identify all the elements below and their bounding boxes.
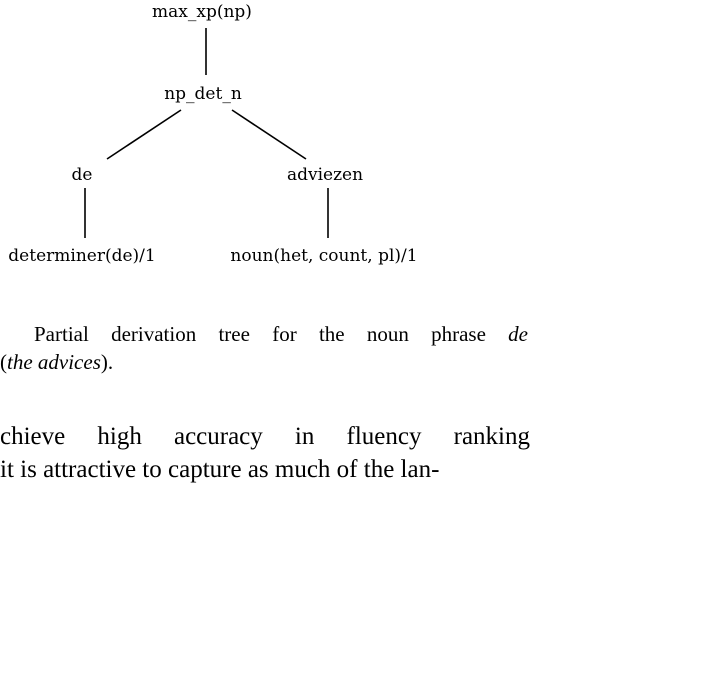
tree-nodes: max_xp(np) np_det_nde adviezen determiner(d…	[8, 2, 417, 266]
tree-edge-np_det_n-de	[106, 109, 182, 160]
caption-word: Partial	[34, 322, 89, 346]
tree-node-noun: noun(het, count, pl)/1	[230, 246, 417, 266]
derivation-tree: max_xp(np) np_det_nde adviezen determiner(d…	[8, 2, 417, 266]
caption-word: the	[318, 322, 345, 346]
caption-word: phrase	[431, 322, 486, 346]
body-word: accuracy	[173, 423, 263, 450]
body-word: high	[97, 423, 142, 450]
tree-node-max_xp: max_xp(np)	[152, 2, 252, 22]
caption-word: noun	[366, 322, 409, 346]
body-word: chieve	[0, 423, 66, 450]
caption-word: tree	[218, 322, 250, 346]
tree-edges	[84, 28, 329, 238]
tree-node-de: de	[72, 165, 93, 185]
caption-line-2: (the advices).	[0, 348, 113, 376]
body-word: in	[294, 423, 315, 450]
tree-node-determiner: determiner(de)/1	[8, 246, 155, 266]
caption-open-paren: (	[0, 350, 7, 374]
body-line-2: it is attractive to capture as much of t…	[0, 456, 440, 483]
caption-gloss: the advices	[7, 350, 101, 374]
tree-edge-np_det_n-adviezen	[231, 109, 307, 160]
body-line-1: chieve high accuracy in fluency ranking	[0, 420, 530, 453]
caption-word-italic: de	[508, 322, 528, 346]
tree-node-adviezen: adviezen	[287, 165, 363, 185]
caption-close: ).	[100, 350, 114, 374]
body-word: ranking	[453, 423, 530, 450]
caption-word: derivation	[111, 322, 197, 346]
caption-word: for	[272, 322, 297, 346]
body-word: fluency	[346, 423, 422, 450]
tree-node-np_det_n: np_det_n	[164, 84, 242, 104]
